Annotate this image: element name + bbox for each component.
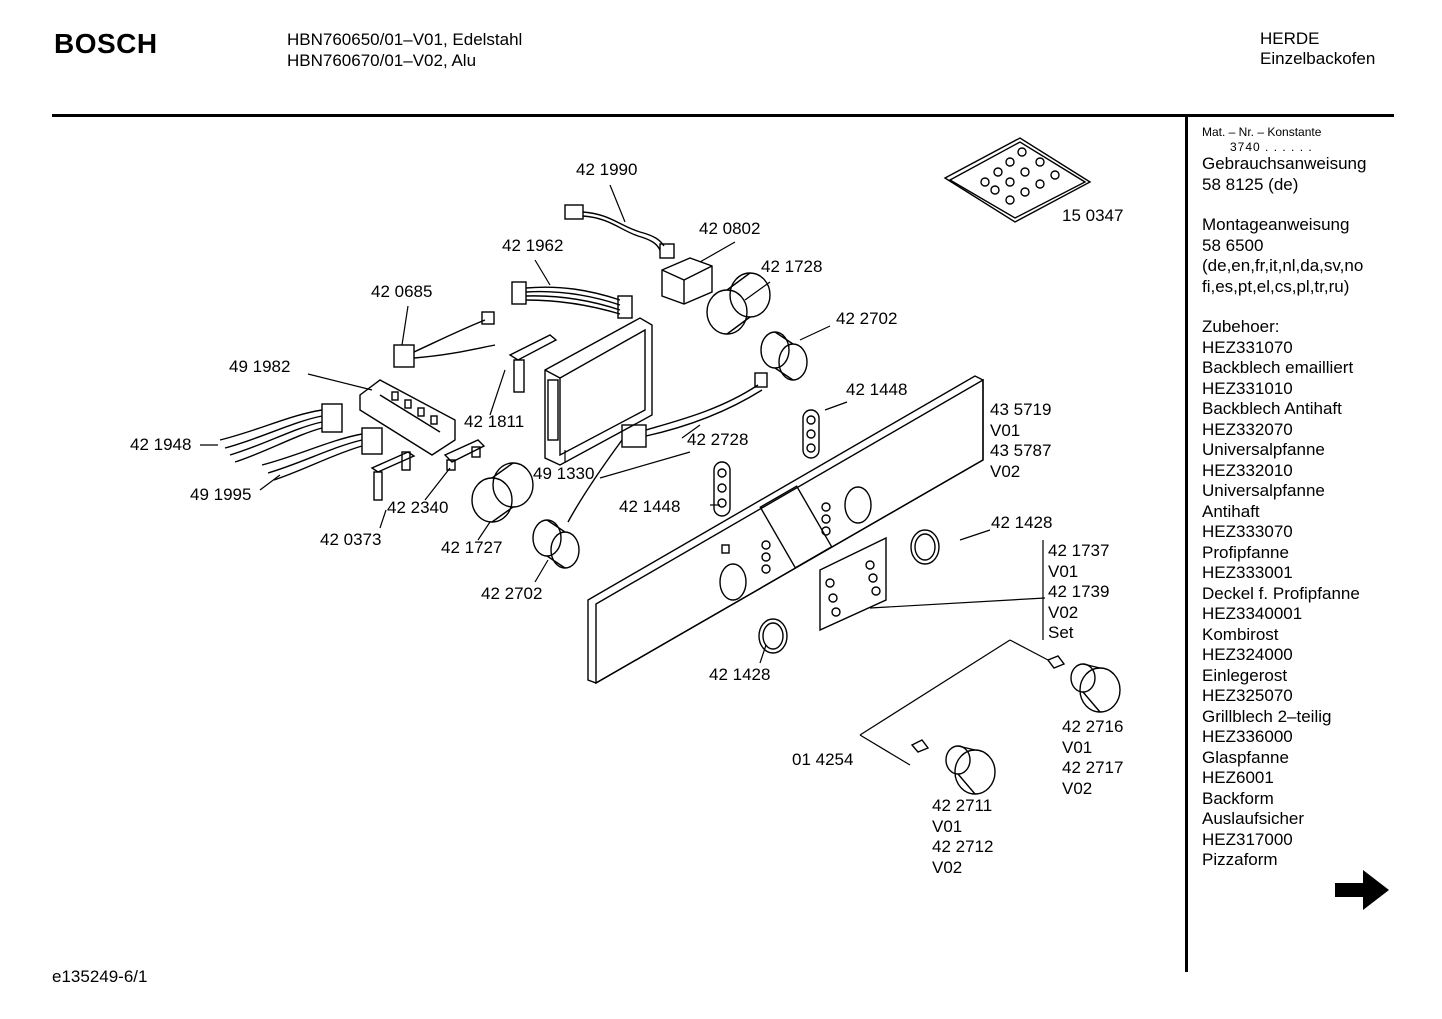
- sidebar-line: Antihaft: [1202, 501, 1260, 521]
- part-label: 49 1330: [533, 464, 595, 483]
- model-line-2: HBN760670/01–V02, Alu: [287, 51, 477, 70]
- ribbon-cable-icon: [511, 281, 633, 319]
- sidebar-line: Auslaufsicher: [1202, 809, 1305, 828]
- knob-icon-2: [910, 739, 996, 795]
- bracket-clip-icon: [370, 439, 486, 501]
- part-label: 42 1990: [576, 160, 638, 179]
- sidebar-line: Deckel f. Profipfanne: [1202, 583, 1360, 603]
- header-divider: [52, 114, 1394, 117]
- leader-lines: [200, 184, 1049, 766]
- sidebar-line: HEZ331070: [1202, 337, 1293, 357]
- parts-bag-icon: [943, 137, 1092, 223]
- part-label: 01 4254: [792, 750, 854, 769]
- relay-icon: [567, 372, 768, 523]
- part-label: 42 1428: [991, 513, 1053, 532]
- push-motor-icon-2: [532, 519, 580, 569]
- front-panel-icon: [587, 375, 984, 685]
- subcategory: Einzelbackofen: [1260, 49, 1376, 68]
- sidebar-line: 58 8125 (de): [1202, 174, 1299, 194]
- knob-sleeve-icon: [706, 272, 771, 335]
- part-label-group: 43 5719 V01 43 5787 V02: [990, 400, 1052, 481]
- sidebar-line: HEZ325070: [1202, 686, 1293, 705]
- mat-value: 3740 . . . . . .: [1230, 140, 1313, 154]
- sidebar-line: HEZ333070: [1202, 522, 1293, 541]
- part-label: 42 0373: [320, 530, 382, 549]
- knob-sleeve-icon-2: [471, 462, 534, 523]
- part-label: 42 2340: [387, 498, 449, 517]
- document-code: e135249-6/1: [52, 967, 148, 986]
- wire-bundle-icon-2: [261, 427, 383, 481]
- ring-icon: [758, 529, 940, 654]
- part-label: 42 2728: [687, 430, 749, 449]
- sidebar-line: fi,es,pt,el,cs,pl,tr,ru): [1202, 276, 1350, 296]
- part-label-group: 42 1737 V01 42 1739 V02 Set: [1048, 541, 1110, 642]
- sidebar-line: Profipfanne: [1202, 542, 1289, 562]
- part-label: 42 0802: [699, 219, 761, 238]
- sidebar-line: HEZ324000: [1202, 645, 1293, 664]
- control-module-icon: [544, 317, 653, 466]
- sidebar-line: HEZ317000: [1202, 829, 1293, 849]
- terminal-block-icon: [359, 379, 456, 456]
- clip-icon: [508, 334, 558, 393]
- part-label: 42 1448: [619, 497, 681, 516]
- light-guide-icon: [713, 409, 820, 517]
- part-label: 42 1811: [464, 412, 525, 431]
- parts-sidebar: Mat. – Nr. – Konstante 3740 . . . . . . …: [1202, 125, 1387, 871]
- harness-icon: [393, 311, 496, 368]
- sidebar-line: HEZ333001: [1202, 563, 1293, 582]
- part-label: 49 1982: [229, 357, 291, 376]
- push-motor-icon: [760, 331, 808, 381]
- sidebar-line: Backform: [1202, 788, 1274, 808]
- sidebar-line: Gebrauchsanweisung: [1202, 154, 1367, 173]
- spring-set-icon: [819, 536, 887, 632]
- sidebar-line: Universalpfanne: [1202, 440, 1325, 459]
- model-line-1: HBN760650/01–V01, Edelstahl: [287, 30, 523, 49]
- sidebar-line: HEZ336000: [1202, 727, 1293, 746]
- part-label: 42 1428: [709, 665, 771, 684]
- category: HERDE: [1260, 29, 1320, 48]
- sidebar-line: HEZ332070: [1202, 419, 1293, 439]
- part-label: 42 1948: [130, 435, 192, 454]
- sidebar-line: HEZ6001: [1202, 768, 1274, 787]
- sidebar-line: Backblech emailliert: [1202, 358, 1354, 377]
- part-label: 15 0347: [1062, 206, 1124, 225]
- part-label: 42 2702: [836, 309, 898, 328]
- sidebar-line: Einlegerost: [1202, 665, 1288, 685]
- sidebar-line: 58 6500: [1202, 235, 1264, 255]
- brand-logo: BOSCH: [54, 28, 158, 59]
- cable-icon: [564, 204, 675, 259]
- sidebar-line: Zubehoer:: [1202, 317, 1280, 336]
- sidebar-line: Pizzaform: [1202, 850, 1278, 869]
- part-label: 42 2702: [481, 584, 543, 603]
- sidebar-line: HEZ3340001: [1202, 604, 1303, 623]
- sidebar-line: Glaspfanne: [1202, 747, 1289, 767]
- part-label-group: 42 2711 V01 42 2712 V02: [932, 796, 994, 877]
- mat-label: Mat. – Nr. – Konstante: [1202, 125, 1322, 139]
- sidebar-line: Backblech Antihaft: [1202, 399, 1342, 418]
- bracket-icon: [661, 257, 713, 305]
- sidebar-line: Montageanweisung: [1202, 215, 1350, 234]
- sidebar-divider: [1185, 114, 1188, 972]
- part-label: 42 1962: [502, 236, 564, 255]
- part-label: 42 1727: [441, 538, 503, 557]
- part-label: 49 1995: [190, 485, 252, 504]
- sidebar-line: Universalpfanne: [1202, 481, 1325, 500]
- sidebar-line: Kombirost: [1202, 624, 1279, 644]
- sidebar-line: HEZ332010: [1202, 460, 1293, 480]
- part-label: 42 1728: [761, 257, 823, 276]
- arrow-right-icon[interactable]: [1333, 868, 1391, 912]
- part-label: 42 0685: [371, 282, 433, 301]
- sidebar-line: (de,en,fr,it,nl,da,sv,no: [1202, 256, 1364, 275]
- part-label: 42 1448: [846, 380, 908, 399]
- sidebar-line: Grillblech 2–teilig: [1202, 706, 1332, 726]
- knob-icon: [1046, 655, 1121, 713]
- part-label-group: 42 2716 V01 42 2717 V02: [1062, 717, 1124, 798]
- sidebar-line: HEZ331010: [1202, 378, 1293, 398]
- wire-bundle-icon: [219, 403, 343, 463]
